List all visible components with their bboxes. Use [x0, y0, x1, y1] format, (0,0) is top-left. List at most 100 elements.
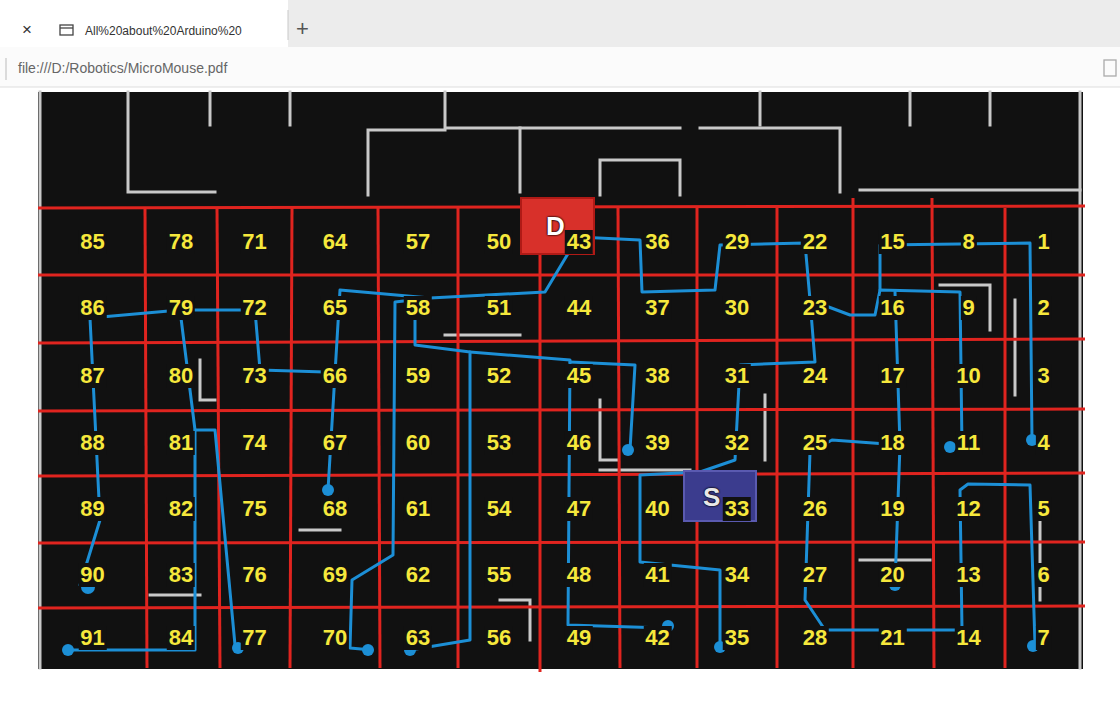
cell-number: 71: [240, 230, 268, 254]
node-letter: S: [703, 484, 720, 510]
cell-number: 16: [878, 296, 906, 320]
grid-line: [852, 198, 855, 668]
cell-number: 14: [954, 626, 982, 650]
cell-number: 4: [1035, 431, 1051, 455]
cell-number: 85: [78, 230, 106, 254]
maze-wall: [200, 360, 215, 400]
cell-number: 1: [1035, 230, 1051, 254]
active-tab: [0, 0, 288, 47]
route-line: [410, 300, 470, 650]
route-line: [350, 298, 430, 650]
route-line: [470, 352, 665, 628]
grid-line: [932, 198, 934, 668]
maze-wall: [860, 189, 1080, 192]
cell-number: 15: [878, 230, 906, 254]
cell-number: 25: [801, 431, 829, 455]
maze-wall: [39, 92, 42, 668]
cell-number: 48: [565, 563, 593, 587]
grid-line: [696, 208, 699, 668]
route-line: [805, 440, 1035, 645]
cell-number: 17: [878, 364, 906, 388]
cell-number: 65: [321, 296, 349, 320]
cell-number: 41: [643, 563, 671, 587]
cell-number: 54: [485, 497, 513, 521]
cell-number: 38: [643, 364, 671, 388]
cell-number: 56: [485, 626, 513, 650]
cell-number: 74: [240, 431, 268, 455]
cell-number: 53: [485, 431, 513, 455]
reader-icon: [1104, 60, 1116, 76]
cell-number: 27: [801, 563, 829, 587]
maze-wall: [445, 92, 680, 128]
cell-number: 81: [167, 431, 195, 455]
cell-number: 50: [485, 230, 513, 254]
cell-number: 63: [404, 626, 432, 650]
tab-bar: [0, 0, 1120, 47]
cell-number: 47: [565, 497, 593, 521]
maze-wall: [209, 92, 212, 125]
cell-number: 77: [240, 626, 268, 650]
cell-number: 73: [240, 364, 268, 388]
cell-number: 58: [404, 296, 432, 320]
grid-line: [457, 208, 460, 668]
maze-wall: [600, 160, 680, 195]
address-bar: [0, 47, 1120, 87]
cell-number: 26: [801, 497, 829, 521]
cell-number: 2: [1035, 296, 1051, 320]
address-url: file:///D:/Robotics/MicroMouse.pdf: [18, 60, 227, 76]
tab-icon: [60, 27, 73, 28]
cell-number: 67: [321, 431, 349, 455]
cell-number: 78: [167, 230, 195, 254]
route-end: [362, 644, 374, 656]
cell-number: 3: [1035, 364, 1051, 388]
tab-title: All%20about%20Arduino%20: [85, 24, 242, 38]
cell-number: 20: [878, 563, 906, 587]
cell-number: 80: [167, 364, 195, 388]
cell-number: 7: [1035, 626, 1051, 650]
cell-number: 91: [78, 626, 106, 650]
cell-number: 28: [801, 626, 829, 650]
route-line: [328, 237, 578, 490]
cell-number: 5: [1035, 497, 1051, 521]
maze-wall: [289, 92, 292, 125]
grid-line: [38, 274, 1085, 277]
maze-ground: [38, 92, 1083, 669]
maze-wall: [700, 128, 840, 192]
cell-number: 32: [723, 431, 751, 455]
grid-line: [776, 208, 779, 668]
cell-number: 18: [878, 431, 906, 455]
maze-wall: [989, 92, 992, 125]
route-end: [322, 484, 334, 496]
maze-wall: [368, 130, 445, 195]
cell-number: 12: [954, 497, 982, 521]
grid-line: [290, 208, 292, 668]
maze-wall: [128, 92, 215, 192]
cell-number: 46: [565, 431, 593, 455]
cell-number: 24: [801, 364, 829, 388]
tab-close: ×: [22, 20, 32, 40]
cell-number: 22: [801, 230, 829, 254]
cell-number: 49: [565, 626, 593, 650]
node-letter: D: [546, 213, 565, 239]
cell-number: 75: [240, 497, 268, 521]
grid-line: [1004, 208, 1007, 668]
tab-icon: [60, 25, 73, 35]
cell-number: 70: [321, 626, 349, 650]
maze-wall: [759, 92, 762, 125]
cell-number: 59: [404, 364, 432, 388]
route-line: [70, 310, 195, 650]
cell-number: 11: [955, 431, 982, 455]
route-line: [195, 430, 235, 645]
cell-number: 29: [723, 230, 751, 254]
route-end: [622, 444, 634, 456]
cell-number: 84: [167, 626, 195, 650]
grid-line: [539, 208, 542, 672]
cell-number: 40: [643, 497, 671, 521]
maze-wall: [1014, 300, 1017, 395]
cell-number: 45: [565, 364, 593, 388]
maze-wall: [300, 529, 340, 532]
cell-number: 30: [723, 296, 751, 320]
route-line: [578, 237, 962, 448]
maze-wall: [150, 594, 200, 597]
